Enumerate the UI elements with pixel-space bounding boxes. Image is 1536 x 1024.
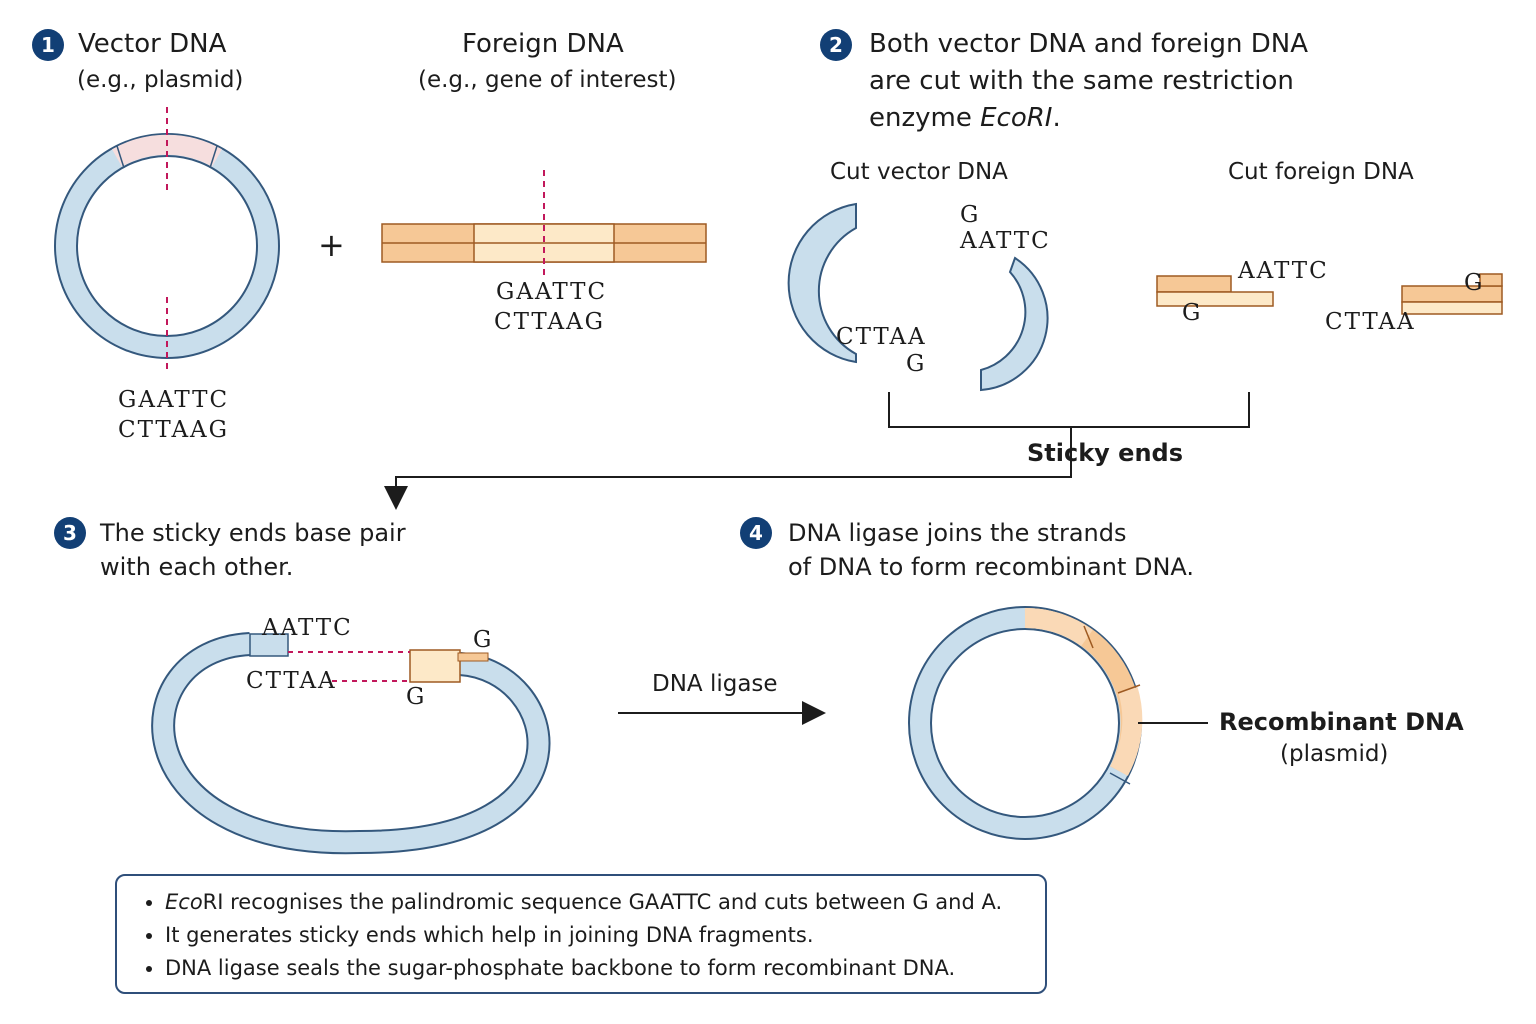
- cut-vector-left-half: [787, 202, 857, 364]
- cut-vector-top-g: G: [960, 202, 981, 228]
- cut-foreign-right: [1401, 273, 1503, 315]
- cut-foreign-left: [1156, 275, 1274, 307]
- recombinant-sublabel: (plasmid): [1280, 741, 1389, 767]
- ligase-arrow-label: DNA ligase: [652, 671, 778, 697]
- cut-vector-label: Cut vector DNA: [830, 159, 1008, 185]
- vector-dna-subtitle: (e.g., plasmid): [77, 67, 244, 93]
- cut-vector-bottom-g: G: [906, 351, 927, 377]
- note3-text: DNA ligase seals the sugar-phosphate bac…: [165, 956, 956, 980]
- note2-text: It generates sticky ends which help in j…: [165, 923, 814, 947]
- vector-seq-top: GAATTC: [118, 387, 230, 413]
- step3-cttaa: CTTAA: [246, 668, 337, 694]
- step2-line3-prefix: enzyme: [869, 103, 981, 133]
- step3-line2: with each other.: [100, 553, 294, 581]
- step2-line3: enzyme EcoRI.: [869, 100, 1061, 137]
- sticky-ends-arrow: [384, 427, 1072, 510]
- step3-g-top: G: [473, 627, 494, 653]
- recombinant-plasmid: [908, 606, 1143, 840]
- step3-line1: The sticky ends base pair: [100, 519, 406, 547]
- cut-vector-aattc: AATTC: [960, 228, 1051, 254]
- vector-dna-title: Vector DNA: [78, 29, 227, 59]
- vector-seq-bottom: CTTAAG: [118, 417, 230, 443]
- step3-g-bottom: G: [406, 684, 427, 710]
- foreign-seq-bottom: CTTAAG: [494, 309, 606, 335]
- step3-badge: 3: [54, 517, 86, 549]
- step3-aattc: AATTC: [262, 615, 353, 641]
- step2-badge: 2: [820, 29, 852, 61]
- notes-list: EcoRI recognises the palindromic sequenc…: [137, 886, 1025, 985]
- foreign-seq-top: GAATTC: [496, 279, 608, 305]
- step2-line2: are cut with the same restriction: [869, 66, 1294, 96]
- note-item: DNA ligase seals the sugar-phosphate bac…: [165, 952, 1025, 985]
- cut-foreign-aattc: AATTC: [1238, 258, 1329, 284]
- cut-vector-cttaa: CTTAA: [836, 324, 927, 350]
- note-item: EcoRI recognises the palindromic sequenc…: [165, 886, 1025, 919]
- cut-foreign-g-left: G: [1182, 300, 1203, 326]
- sticky-ends-label: Sticky ends: [1027, 439, 1183, 467]
- plus-sign: +: [318, 226, 345, 264]
- step2-line3-suffix: .: [1052, 103, 1061, 133]
- note1-text: RI recognises the palindromic sequence G…: [202, 890, 1003, 914]
- step4-line2: of DNA to form recombinant DNA.: [788, 553, 1195, 581]
- cut-foreign-g-right: G: [1464, 270, 1485, 296]
- foreign-dna-title: Foreign DNA: [462, 29, 624, 59]
- cut-vector-right-half: [980, 256, 1049, 392]
- notes-box: EcoRI recognises the palindromic sequenc…: [115, 874, 1047, 994]
- step4-line1: DNA ligase joins the strands: [788, 519, 1127, 547]
- note-item: It generates sticky ends which help in j…: [165, 919, 1025, 952]
- recombinant-label: Recombinant DNA: [1219, 708, 1464, 736]
- step2-enzyme-name: EcoRI: [980, 103, 1053, 133]
- step2-line1: Both vector DNA and foreign DNA: [869, 29, 1309, 59]
- cut-foreign-label: Cut foreign DNA: [1228, 159, 1414, 185]
- foreign-dna-subtitle: (e.g., gene of interest): [418, 67, 677, 93]
- annealing-loop: [151, 632, 551, 855]
- cut-foreign-cttaa: CTTAA: [1325, 309, 1416, 335]
- note1-enzyme: Eco: [165, 890, 203, 914]
- step1-badge: 1: [32, 29, 64, 61]
- sticky-ends-bracket: [888, 392, 1250, 428]
- step4-badge: 4: [740, 517, 772, 549]
